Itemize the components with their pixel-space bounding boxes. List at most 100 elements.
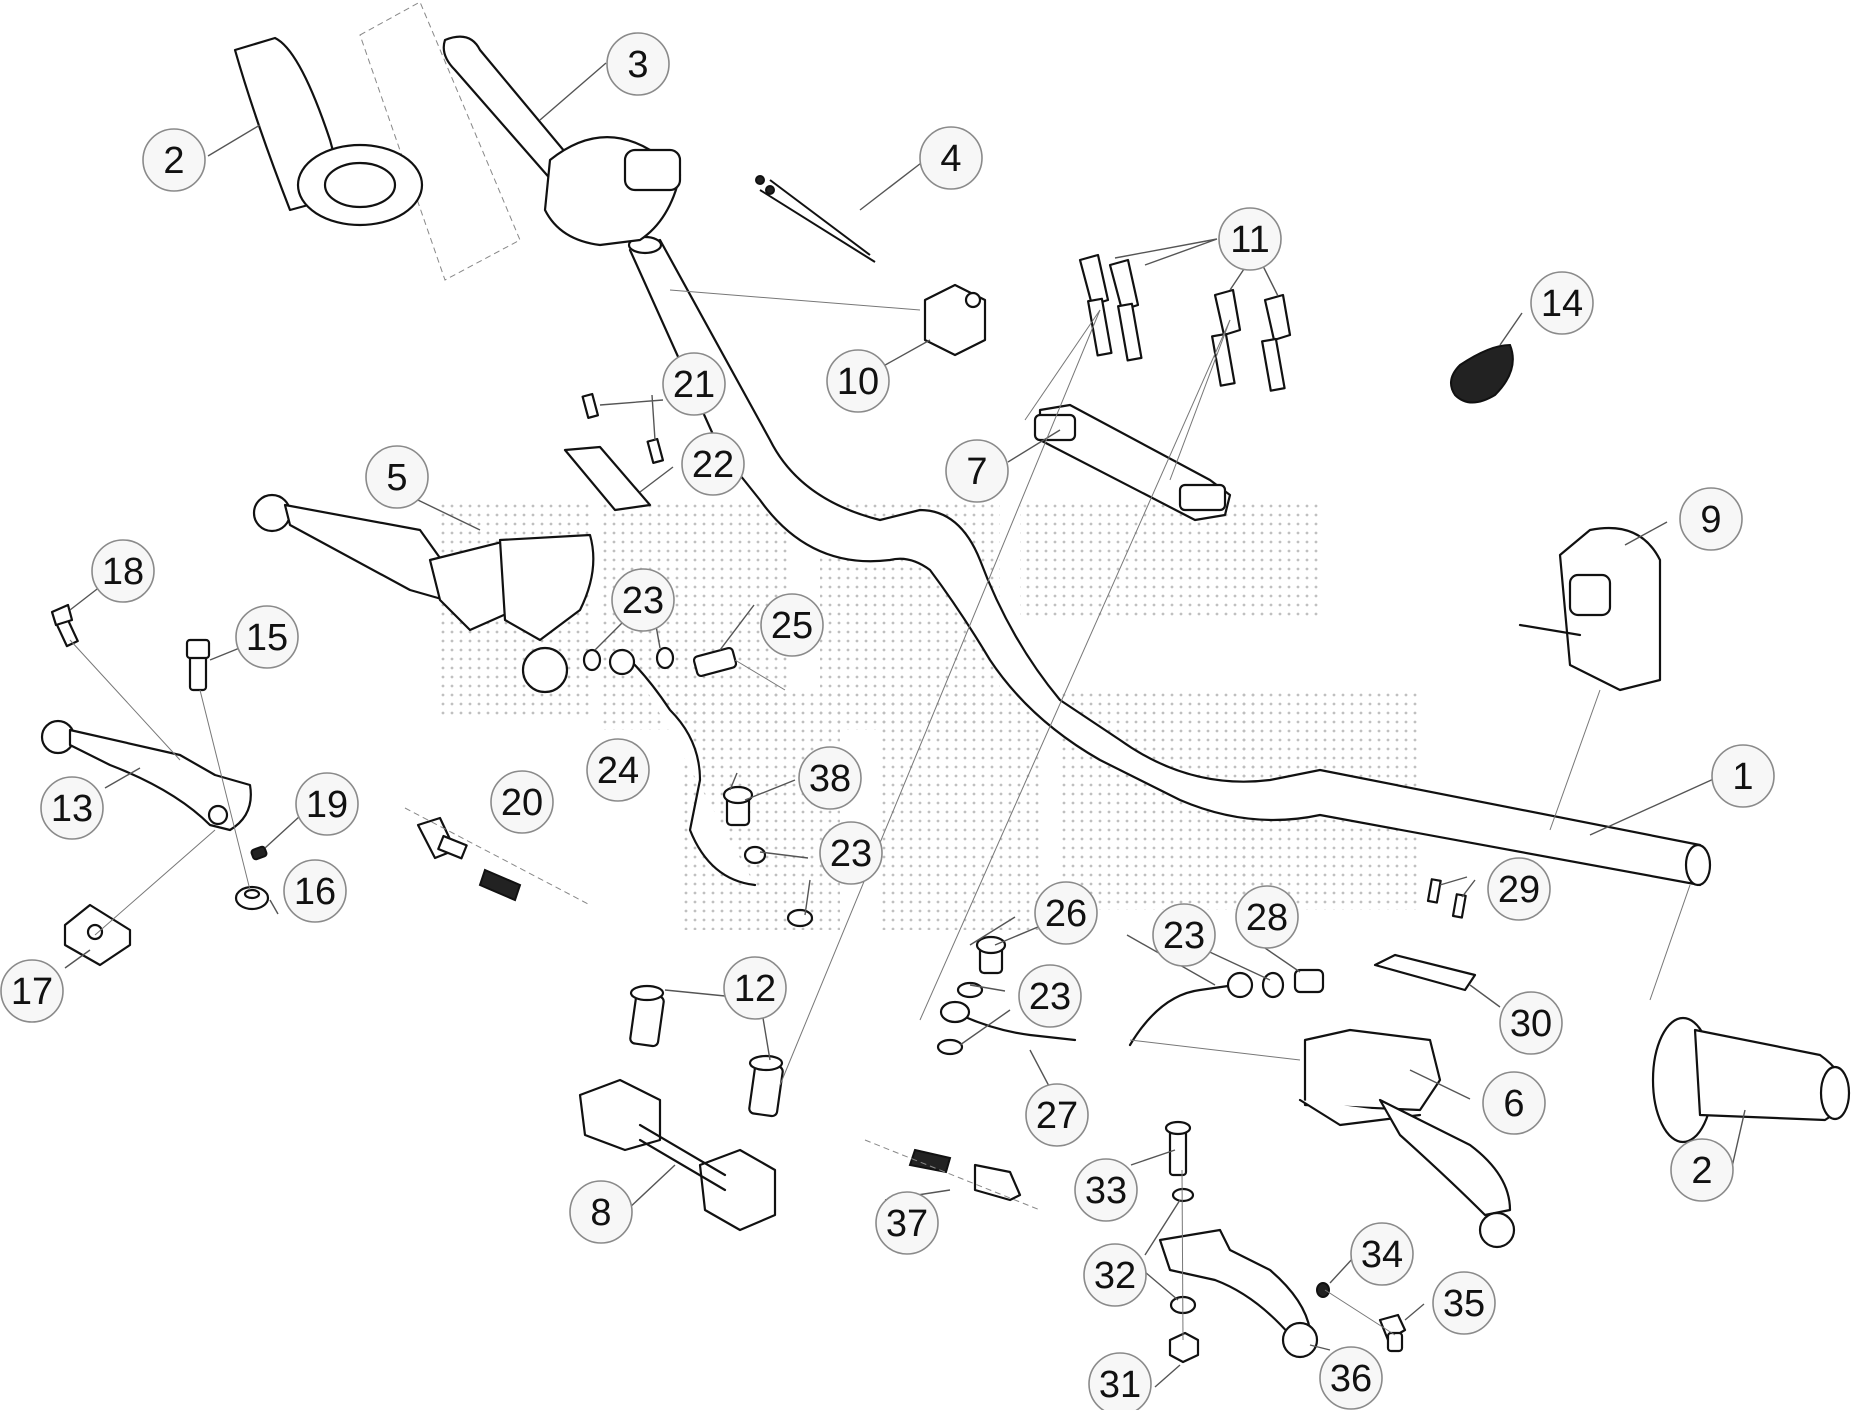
callout-label: 18 <box>102 551 144 593</box>
callout-label: 27 <box>1036 1095 1078 1137</box>
reservoir-cover-left <box>563 445 652 512</box>
bolt-35 <box>1378 1313 1407 1353</box>
callout-circle <box>1083 1243 1147 1307</box>
callout-circle <box>1530 271 1594 335</box>
callout-label: 38 <box>809 758 851 800</box>
callout-37: 37 <box>875 1191 939 1255</box>
reservoir-cover-right <box>1373 953 1477 992</box>
callout-circle <box>662 352 726 416</box>
callout-circle <box>1034 881 1098 945</box>
switch-small <box>923 283 987 357</box>
banjo-bolt-left <box>722 785 754 827</box>
callout-circle <box>611 568 675 632</box>
screws-21 <box>581 392 665 464</box>
grip-group-frame <box>359 1 521 281</box>
callout-circle <box>1218 207 1282 271</box>
pin-15 <box>185 638 211 692</box>
callout-label: 1 <box>1732 756 1753 798</box>
callout-21: 21 <box>662 352 726 416</box>
callout-circle <box>1482 1071 1546 1135</box>
callout-19: 19 <box>295 772 359 836</box>
callout-36: 36 <box>1319 1346 1383 1410</box>
callout-circle <box>490 770 554 834</box>
callout-circle <box>1235 885 1299 949</box>
callout-label: 30 <box>1510 1003 1552 1045</box>
callout-label: 23 <box>830 833 872 875</box>
nut-31 <box>1168 1331 1200 1364</box>
callout-circle <box>0 959 64 1023</box>
callout-circle <box>945 439 1009 503</box>
callout-31: 31 <box>1088 1352 1152 1410</box>
callout-circle <box>875 1191 939 1255</box>
callout-label: 3 <box>627 44 648 86</box>
callout-label: 12 <box>734 968 776 1010</box>
callout-13: 13 <box>40 776 104 840</box>
callout-32: 32 <box>1083 1243 1147 1307</box>
callout-label: 11 <box>1230 219 1269 261</box>
callout-30: 30 <box>1499 991 1563 1055</box>
callout-2b: 2 <box>1670 1138 1734 1202</box>
spring-19 <box>250 845 268 861</box>
callout-1: 1 <box>1711 744 1775 808</box>
callout-circle <box>919 126 983 190</box>
callout-circle <box>1679 487 1743 551</box>
callout-circle <box>1074 1158 1138 1222</box>
grip-right <box>1651 1016 1851 1144</box>
cable-strap <box>1450 343 1514 404</box>
callout-label: 29 <box>1498 869 1540 911</box>
callout-circle <box>1088 1352 1152 1410</box>
callout-circle <box>235 605 299 669</box>
callout-label: 20 <box>501 782 543 824</box>
brake-lever-36 <box>1158 1228 1319 1359</box>
callout-7: 7 <box>945 439 1009 503</box>
throttle-cables <box>755 175 876 263</box>
callout-circle <box>681 432 745 496</box>
nut-16 <box>234 885 270 911</box>
clutch-lever <box>40 719 252 832</box>
washer-32a <box>1171 1187 1195 1203</box>
callout-label: 6 <box>1503 1083 1524 1125</box>
callout-circle <box>40 776 104 840</box>
callout-circle <box>723 956 787 1020</box>
callout-label: 17 <box>11 971 53 1013</box>
callout-25: 25 <box>760 593 824 657</box>
callout-23b: 23 <box>819 821 883 885</box>
callout-label: 5 <box>386 457 407 499</box>
callout-34: 34 <box>1350 1222 1414 1286</box>
callout-29: 29 <box>1487 857 1551 921</box>
callout-label: 23 <box>1029 976 1071 1018</box>
callout-23a: 23 <box>611 568 675 632</box>
adjuster-20 <box>404 807 591 906</box>
callout-label: 26 <box>1045 893 1087 935</box>
callout-14: 14 <box>1530 271 1594 335</box>
callout-12: 12 <box>723 956 787 1020</box>
throttle-assembly <box>442 35 682 247</box>
callout-label: 31 <box>1099 1364 1141 1406</box>
spring-34 <box>1316 1282 1330 1298</box>
callout-circle <box>1487 857 1551 921</box>
callout-18: 18 <box>91 539 155 603</box>
callout-5: 5 <box>365 445 429 509</box>
leader-lines <box>64 62 1746 1388</box>
callout-3: 3 <box>606 32 670 96</box>
callout-label: 7 <box>966 451 987 493</box>
callout-circle <box>1432 1271 1496 1335</box>
callout-circle <box>569 1180 633 1244</box>
callout-17: 17 <box>0 959 64 1023</box>
callout-23d: 23 <box>1152 903 1216 967</box>
callout-label: 23 <box>622 580 664 622</box>
callout-circle <box>1350 1222 1414 1286</box>
banjo-28 <box>1293 968 1325 994</box>
callout-label: 13 <box>51 788 93 830</box>
hose-left <box>628 658 757 887</box>
callout-circle <box>283 859 347 923</box>
callout-circle <box>91 539 155 603</box>
callout-label: 33 <box>1085 1170 1127 1212</box>
callout-label: 9 <box>1700 499 1721 541</box>
callout-20: 20 <box>490 770 554 834</box>
callout-label: 19 <box>306 784 348 826</box>
callout-label: 21 <box>673 364 715 406</box>
callout-label: 24 <box>597 750 639 792</box>
